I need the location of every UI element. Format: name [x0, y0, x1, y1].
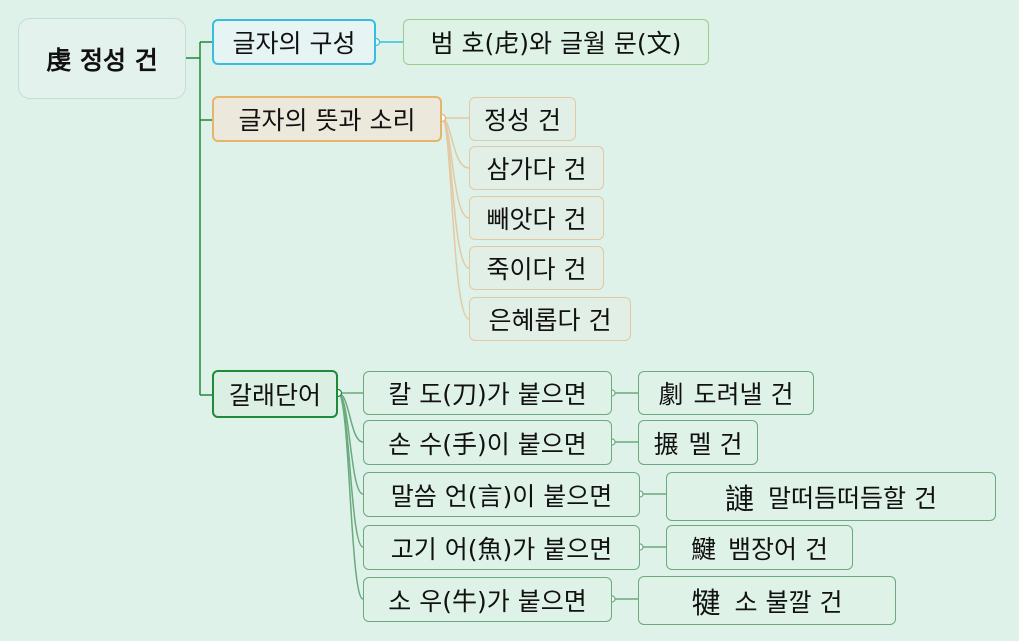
radical-item[interactable]: 고기 어(魚)가 붙으면	[363, 525, 640, 570]
derived-character[interactable]: 劇 도려낼 건	[638, 371, 814, 415]
character-meaning: 도려낼 건	[693, 380, 794, 409]
radical-item[interactable]: 손 수(手)이 붙으면	[363, 420, 612, 465]
derived-character[interactable]: 謰 말떠듬떠듬할 건	[666, 472, 996, 521]
character-meaning: 소 불깔 건	[734, 587, 843, 617]
derived-character[interactable]: 犍 소 불깔 건	[638, 576, 896, 625]
meaning-item[interactable]: 죽이다 건	[469, 246, 604, 290]
root-topic[interactable]: 虔 정성 건	[18, 18, 186, 99]
meaning-item[interactable]: 삼가다 건	[469, 146, 604, 190]
topic-meaning[interactable]: 글자의 뜻과 소리	[212, 96, 442, 142]
character-meaning: 말떠듬떠듬할 건	[768, 483, 937, 513]
character-glyph: 搌	[653, 429, 679, 459]
meaning-item[interactable]: 빼앗다 건	[469, 196, 604, 240]
radical-item[interactable]: 소 우(牛)가 붙으면	[363, 577, 612, 622]
character-glyph: 鰎	[691, 534, 717, 564]
character-glyph: 犍	[691, 585, 721, 620]
character-glyph: 劇	[658, 380, 684, 409]
topic-derived-words[interactable]: 갈래단어	[212, 370, 338, 418]
meaning-item[interactable]: 정성 건	[469, 97, 576, 141]
radical-item[interactable]: 말씀 언(言)이 붙으면	[363, 472, 640, 517]
character-glyph: 謰	[725, 481, 755, 516]
derived-character[interactable]: 鰎 뱀장어 건	[666, 525, 853, 570]
radical-item[interactable]: 칼 도(刀)가 붙으면	[363, 371, 612, 415]
character-meaning: 뱀장어 건	[728, 534, 828, 564]
derived-character[interactable]: 搌 멜 건	[638, 420, 758, 465]
topic-composition[interactable]: 글자의 구성	[212, 19, 376, 65]
character-meaning: 멜 건	[688, 429, 743, 459]
composition-item[interactable]: 범 호(虍)와 글월 문(文)	[403, 19, 709, 65]
meaning-item[interactable]: 은혜롭다 건	[469, 297, 631, 341]
